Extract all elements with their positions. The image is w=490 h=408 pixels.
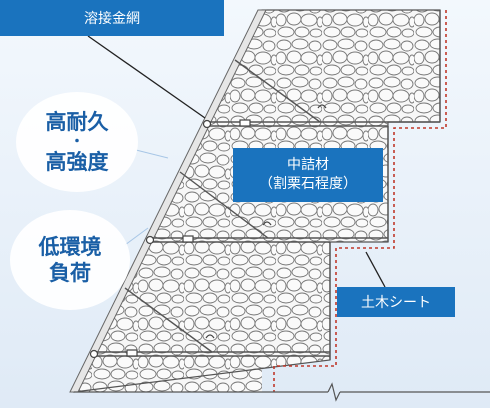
bubble-pointers — [124, 149, 169, 246]
leader-geotextile — [365, 251, 386, 288]
fill-material-line2: （割栗石程度） — [259, 176, 357, 192]
geotextile-sheet-line — [273, 10, 447, 392]
benefit-bubble-environment: 低環境 負荷 — [10, 210, 130, 310]
benefit-1-line2: 高強度 — [45, 150, 109, 174]
fill-material-label: 中詰材 （割栗石程度） — [233, 148, 383, 202]
benefit-1-line1: 高耐久 — [45, 110, 109, 134]
leader-lines — [87, 35, 386, 288]
benefit-2-line1: 低環境 — [38, 235, 102, 259]
geotextile-text: 土木シート — [361, 295, 431, 311]
wire-mesh-label: 溶接金網 — [0, 0, 224, 36]
benefit-1-separator: ・ — [70, 134, 84, 150]
benefit-bubble-durability: 高耐久 ・ 高強度 — [16, 92, 138, 192]
fill-material-line1: 中詰材 — [287, 157, 329, 173]
connectors — [89, 104, 327, 359]
break-mark — [327, 382, 341, 402]
leader-wire-mesh — [87, 35, 206, 119]
wire-mesh-text: 溶接金網 — [84, 11, 140, 27]
benefit-2-line2: 負荷 — [49, 261, 91, 285]
ground-line — [74, 382, 490, 402]
geotextile-label: 土木シート — [337, 287, 455, 317]
